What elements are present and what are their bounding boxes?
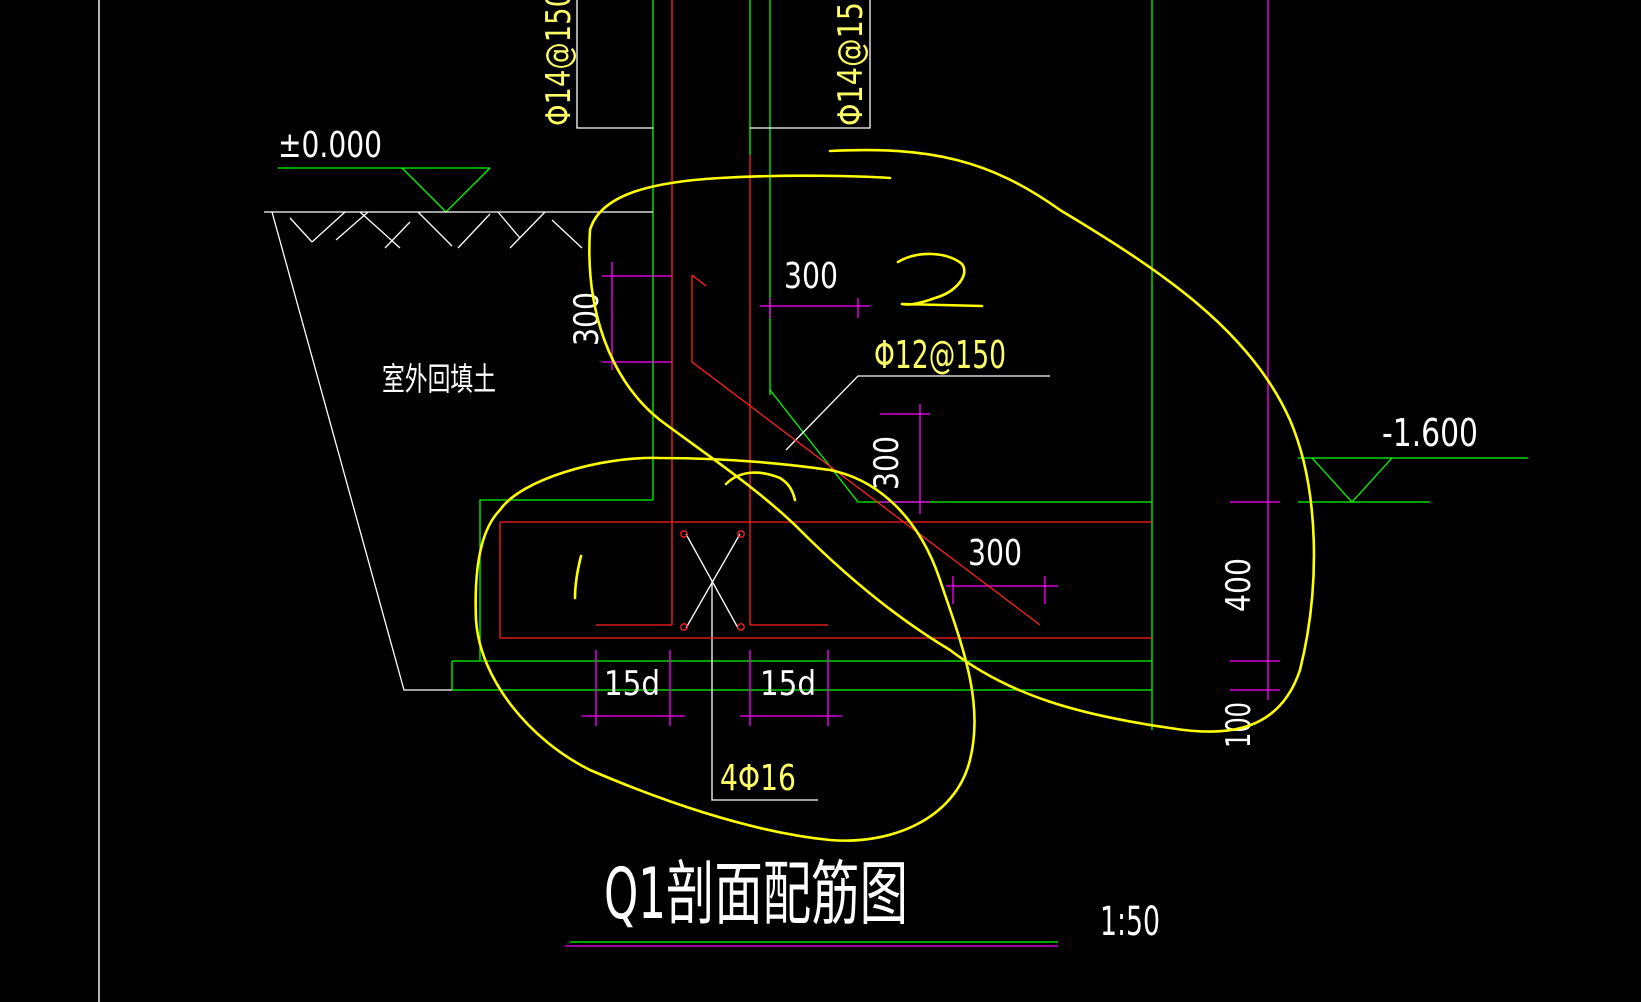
markup-circle-1: [474, 456, 976, 842]
left-lap-dimension: 300: [567, 292, 607, 346]
dowel-bar-label: Φ12@150: [874, 333, 1006, 377]
anchor-left-dimension: 15d: [604, 664, 660, 704]
markup-cross-stroke: [724, 471, 797, 502]
vertical-bar-right-label: Φ14@15: [831, 2, 871, 126]
top-lap-dimension: 300: [784, 256, 838, 297]
foundation-level-label: -1.600: [1382, 411, 1478, 455]
ground-level-label: ±0.000: [278, 125, 382, 166]
drawing-scale: 1:50: [1100, 899, 1160, 945]
longitudinal-bars-label: 4Φ16: [720, 758, 796, 799]
backfill-outline: [264, 211, 653, 691]
markup: [474, 148, 1316, 842]
vertical-bar-left-label: Φ14@150: [539, 0, 579, 126]
markup-circle-2: [588, 148, 1316, 733]
leader-lines: [576, 0, 1050, 801]
footing-height-dimension: 400: [1219, 558, 1259, 612]
backfill-label: 室外回填土: [382, 360, 496, 398]
longitudinal-bar-dots: [680, 530, 745, 631]
rebar: [499, 0, 1152, 639]
markup-numeral-1: [573, 554, 583, 600]
diagonal-lap-dimension: 300: [867, 436, 907, 490]
markup-numeral-2: [896, 252, 984, 308]
footing-lap-dimension: 300: [968, 533, 1022, 574]
drawing-title: Q1剖面配筋图: [604, 853, 908, 935]
foundation-level-symbol: [1311, 457, 1393, 503]
ground-level-symbol: [278, 167, 491, 213]
concrete-outline: [451, 0, 1528, 943]
dimension-lines: [565, 0, 1280, 947]
anchor-right-dimension: 15d: [760, 664, 816, 704]
